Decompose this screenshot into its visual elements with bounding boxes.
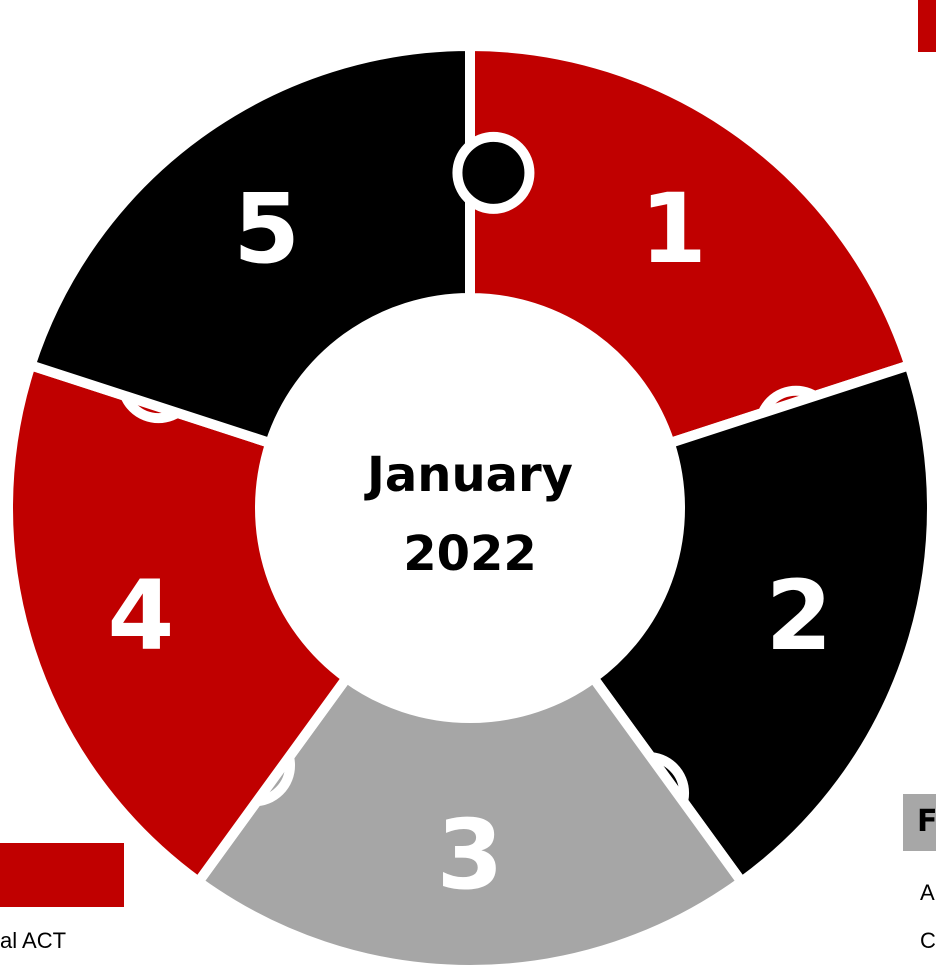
segment-number-5: 5 — [233, 173, 300, 285]
puzzle-segment-2 — [586, 358, 936, 889]
puzzle-segment-4 — [3, 358, 354, 889]
bottom-left-text: al ACT — [0, 928, 67, 953]
center-month: January — [364, 447, 573, 503]
segment-number-4: 4 — [108, 560, 175, 672]
center-year: 2022 — [403, 526, 537, 582]
segment-number-2: 2 — [766, 560, 833, 672]
right-text-line-1: A — [920, 880, 935, 905]
segment-number-3: 3 — [437, 799, 504, 911]
puzzle-segment-3 — [191, 670, 749, 972]
puzzle-segment-1 — [465, 40, 916, 450]
bottom-left-accent-block — [0, 843, 124, 907]
right-text-line-2: C — [920, 928, 936, 953]
segment-number-1: 1 — [640, 173, 707, 285]
right-label-box: F — [903, 794, 936, 851]
puzzle-segment-5 — [24, 40, 475, 450]
puzzle-tab-5 — [452, 131, 535, 214]
top-right-accent-block — [918, 0, 936, 52]
